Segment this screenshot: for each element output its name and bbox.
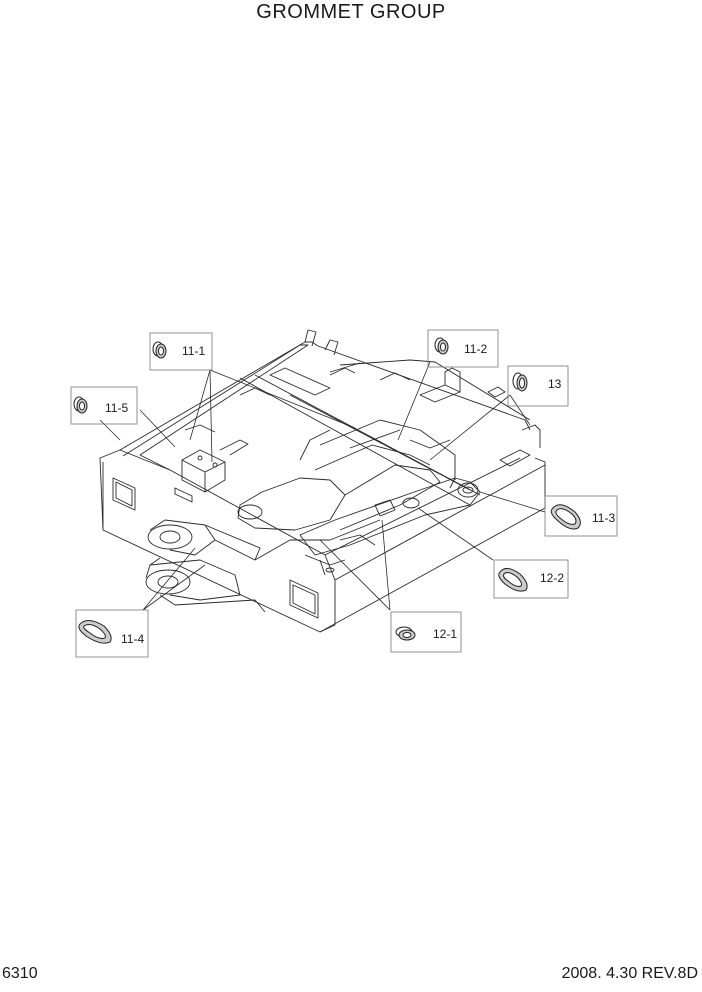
frame-outline [99,341,546,633]
grommet-oval-icon [550,504,581,530]
callout-label: 11-3 [592,511,615,525]
callout-label: 11-4 [121,632,144,646]
grommet-icon [434,337,449,355]
page-title: GROMMET GROUP [256,1,446,23]
callout-label: 13 [548,377,562,391]
rear-deck [329,367,541,467]
boom-foot-bracket [145,519,266,613]
callout-11-2: 11-2 [427,329,499,368]
grommet-oval-icon [498,568,528,592]
callout-11-5: 11-5 [70,386,138,425]
callout-12-1: 12-1 [390,611,462,653]
callout-label: 11-1 [182,344,205,358]
left-side-window [112,477,136,511]
grommet-oval-icon [78,620,112,644]
callout-label: 11-5 [105,401,128,415]
callout-11-4: 11-4 [75,609,149,658]
callout-11-3: 11-3 [544,495,618,537]
swing-plate [237,419,456,531]
callout-13: 13 [507,365,569,407]
grommet-icon [152,341,167,359]
callout-11-1: 11-1 [149,332,213,371]
callout-label: 12-2 [540,571,564,585]
callout-label: 11-2 [464,342,487,356]
revision-date: 2008. 4.30 REV.8D [561,965,698,982]
control-box-left [174,424,249,503]
front-side-window [289,579,319,619]
leader-lines [99,361,546,611]
callout-label: 12-1 [433,627,457,641]
lower-frame [254,519,381,576]
main-arm [299,477,481,556]
grommet-icon [73,396,88,414]
page-number: 6310 [2,965,38,982]
grommet-icon [512,372,528,392]
front-rail [239,329,339,396]
callout-12-2: 12-2 [493,559,569,599]
grommet-icon [395,626,416,641]
